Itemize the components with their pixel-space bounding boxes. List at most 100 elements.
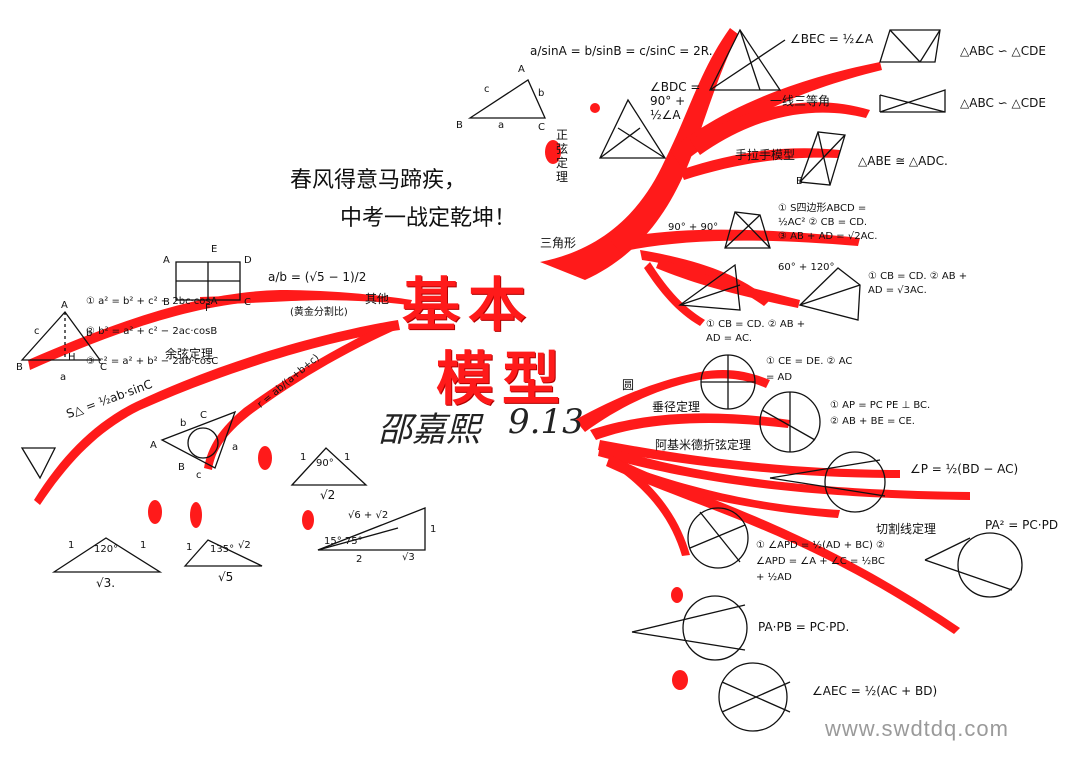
circle-3 — [824, 451, 886, 513]
triangle-branch-label: 三角形 — [540, 236, 577, 250]
triangle-item-bec: ∠BEC = ½∠A — [790, 32, 874, 46]
left-ratio: a/b = (√5 − 1)/2 — [268, 270, 367, 284]
branch-triangle-f — [656, 258, 800, 308]
special-tri-90 — [290, 447, 368, 486]
incircle-triangle — [160, 410, 237, 469]
cos-tri-side-b: b — [86, 328, 93, 339]
triangle-item-vertex-b: B — [796, 176, 803, 187]
drop-4 — [190, 502, 202, 528]
st120-side-b: 1 — [140, 540, 147, 551]
triangle-item-bdc: ∠BDC = 90° + ½∠A — [650, 80, 701, 122]
circle-5 — [957, 532, 1023, 598]
triangle-item-quad-3: ① CB = CD. ② AB + AD = AC. — [706, 319, 806, 344]
branch-circle-f — [636, 470, 840, 518]
cos-tri-c: C — [100, 362, 107, 373]
st135-side-b: √2 — [238, 540, 251, 551]
st90-base: √2 — [320, 488, 336, 502]
branch-triangle-g — [644, 262, 705, 326]
st15-angle: 15° 75° — [324, 536, 363, 547]
slogan-line2: 中考一战定乾坤！ — [340, 206, 517, 231]
st120-side-a: 1 — [68, 540, 75, 551]
triangle-item-quad-2: ① CB = CD. ② AB + AD = √3AC. — [868, 271, 968, 296]
left-other: 其他 — [365, 292, 390, 306]
left-cosine-label: 余弦定理 — [165, 347, 214, 361]
drop-1 — [590, 103, 600, 113]
st15-extra: √3 — [402, 552, 415, 563]
st15-base: 2 — [356, 554, 363, 565]
cosine-triangle — [20, 310, 102, 361]
sine-vertex-c: C — [538, 122, 545, 133]
triangle-item-hand-text: △ABE ≅ △ADC. — [858, 154, 948, 168]
triangle-item-angle-90: 90° + 90° — [668, 222, 719, 233]
rect-label-b: B — [163, 297, 170, 308]
similar-1 — [879, 29, 941, 63]
cos-tri-b: B — [16, 362, 23, 373]
triangle-item-one-line: 一线三等角 — [770, 94, 831, 108]
sine-side-c: c — [484, 84, 490, 95]
circle-item-secant: PA² = PC·PD — [985, 518, 1059, 532]
circle-6 — [682, 595, 748, 661]
branch-circle-a — [590, 413, 790, 440]
circle-label-archimedes: 阿基米德折弦定理 — [655, 438, 752, 452]
st120-base: √3. — [96, 576, 116, 590]
st135-angle: 135° — [210, 544, 235, 555]
branch-triangle-b — [690, 102, 870, 155]
sine-rule-formula: a/sinA = b/sinB = c/sinC = 2R. — [530, 44, 713, 58]
circle-item-aec: ∠AEC = ½(AC + BD) — [812, 684, 938, 698]
st135-side-a: 1 — [186, 542, 193, 553]
circle-item-apd: ① ∠APD = ½(AD + BC) ② ∠APD = ∠A + ∠C = ½… — [756, 540, 885, 583]
drop-7 — [671, 587, 683, 603]
incircle-side-c: c — [196, 470, 202, 481]
special-tri-15 — [317, 507, 426, 551]
left-cosine-2: ② b² = a² + c² − 2ac·cosB — [86, 326, 218, 337]
signature-class: 9.13 — [508, 402, 584, 442]
bisector-triangle — [598, 98, 667, 159]
quad-3 — [798, 267, 861, 321]
cos-tri-a: A — [61, 300, 68, 311]
circle-branch-label: 圆 — [622, 378, 635, 392]
rect-label-e: E — [211, 244, 218, 255]
sine-side-b: b — [538, 88, 545, 99]
rect-label-a: A — [163, 255, 170, 266]
branch-triangle-a — [670, 62, 882, 165]
branch-circle-e — [616, 460, 690, 556]
branch-circle-d — [606, 455, 960, 634]
signature-name: 邵嘉熙 — [378, 410, 480, 450]
cos-tri-side-a: a — [60, 372, 67, 383]
similar-2 — [879, 89, 946, 113]
incircle-side-a: a — [232, 442, 239, 453]
diagrams — [20, 28, 1023, 732]
cos-tri-h: H — [68, 352, 76, 363]
quad-2 — [678, 263, 741, 311]
incircle-a: A — [150, 440, 157, 451]
rect-label-c: C — [244, 297, 251, 308]
drop-8 — [672, 670, 688, 690]
branch-circle-c — [598, 445, 970, 500]
slogan-line1: 春风得意马蹄疾， — [290, 168, 467, 193]
circle-item-pa-pb: PA·PB = PC·PD. — [758, 620, 850, 634]
st90-side-b: 1 — [344, 452, 351, 463]
bec-triangle — [708, 28, 782, 91]
circle-label-perp: 垂径定理 — [652, 400, 701, 414]
rect-label-f: F — [205, 303, 211, 314]
branch-triangle-d — [610, 229, 860, 252]
circle-item-angle-p: ∠P = ½(BD − AC) — [910, 462, 1019, 476]
st15-side-a: √6 + √2 — [348, 510, 389, 521]
triangle-item-hand-label: 手拉手模型 — [735, 148, 796, 162]
drop-6 — [302, 510, 314, 530]
circle-4 — [687, 507, 749, 569]
st90-side-a: 1 — [300, 452, 307, 463]
branch-left-trunk — [28, 290, 412, 370]
branch-left-up — [200, 293, 332, 305]
st90-angle: 90° — [316, 458, 334, 469]
special-tri-120 — [51, 537, 163, 573]
incircle-c: C — [200, 410, 207, 421]
rect-label-d: D — [244, 255, 252, 266]
edge-triangle — [20, 447, 57, 480]
sine-rule-label: 正弦定理 — [556, 128, 569, 184]
special-tri-135 — [183, 539, 263, 567]
branch-left-inner — [204, 322, 395, 470]
branch-triangle-c — [680, 148, 840, 180]
circle-7 — [718, 662, 788, 732]
